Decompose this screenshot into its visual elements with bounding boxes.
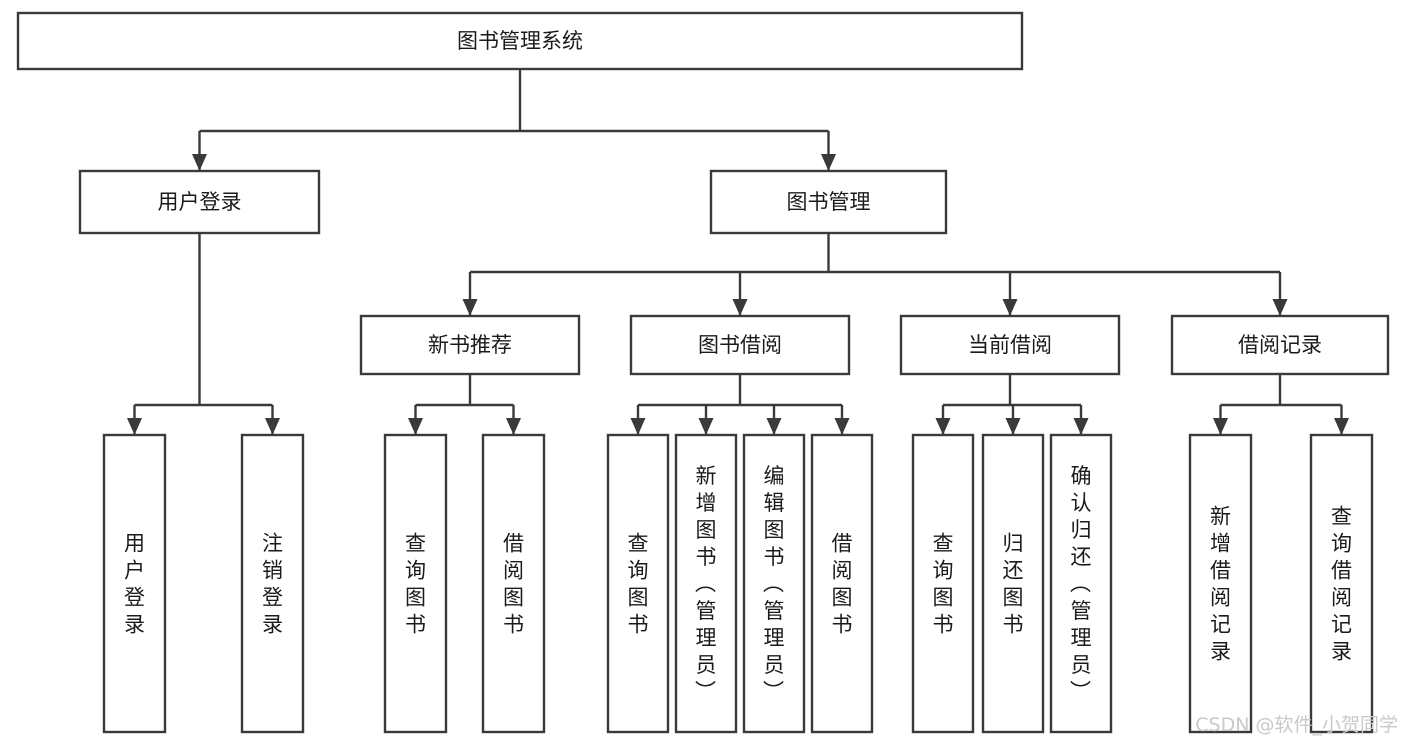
node-label: 新书推荐 [428,333,512,357]
node-leaf-归还图书[interactable]: 归还图书 [981,433,1045,734]
node-label: 查询图书 [933,532,954,637]
node-leaf-新增图书管理员[interactable]: 新增图书（管理员） [674,433,738,734]
node-label: 查询借阅记录 [1331,505,1352,664]
node-label: 新增图书（管理员） [695,464,717,704]
node-box[interactable] [240,433,305,734]
node-box[interactable] [383,433,448,734]
node-leaf-用户登录[interactable]: 用户登录 [102,433,167,734]
node-box[interactable] [629,314,851,376]
node-label: 当前借阅 [968,333,1052,357]
node-leaf-借阅图书[interactable]: 借阅图书 [810,433,874,734]
node-leaf-查询图书[interactable]: 查询图书 [911,433,975,734]
arrow-head-icon [834,418,850,435]
arrow-head-icon [935,418,951,435]
node-layer: 用户登录图书管理新书推荐图书借阅当前借阅借阅记录用户登录注销登录查询图书借阅图书… [16,11,1390,734]
connector-layer [127,69,1349,435]
node-leaf-新增借阅记录[interactable]: 新增借阅记录 [1188,433,1253,734]
arrow-head-icon [1002,299,1018,316]
arrow-head-icon [1073,418,1089,435]
arrow-head-icon [1334,418,1349,435]
node-box[interactable] [1170,314,1390,376]
node-box[interactable] [981,433,1045,734]
node-label: 用户登录 [124,532,145,637]
arrow-head-icon [408,418,423,435]
arrow-head-icon [1272,299,1288,316]
node-box[interactable] [810,433,874,734]
node-label: 归还图书 [1003,532,1024,637]
node-label: 新增借阅记录 [1210,505,1231,664]
node-label: 确认归还（管理员） [1070,464,1092,704]
node-box[interactable] [899,314,1121,376]
node-level3-图书借阅[interactable]: 图书借阅 [629,314,851,376]
arrow-head-icon [766,418,782,435]
arrow-head-icon [732,299,748,316]
node-label: 用户登录 [158,190,242,214]
arrow-head-icon [1213,418,1228,435]
node-leaf-借阅图书[interactable]: 借阅图书 [481,433,546,734]
node-box[interactable] [78,169,321,235]
node-label: 查询图书 [405,532,426,637]
node-label: 借阅图书 [832,532,853,637]
node-label: 查询图书 [628,532,649,637]
node-label: 注销登录 [262,532,283,637]
node-box[interactable] [16,11,1024,71]
arrow-head-icon [821,154,836,171]
arrow-head-icon [1005,418,1021,435]
node-label: 借阅记录 [1238,333,1322,357]
node-box[interactable] [742,433,806,734]
node-leaf-查询图书[interactable]: 查询图书 [383,433,448,734]
node-root-图书管理系统[interactable]: 图书管理系统 [16,11,1024,71]
node-box[interactable] [1188,433,1253,734]
node-label: 图书借阅 [698,333,782,357]
node-level3-当前借阅[interactable]: 当前借阅 [899,314,1121,376]
arrow-head-icon [192,154,207,171]
node-leaf-注销登录[interactable]: 注销登录 [240,433,305,734]
node-box[interactable] [911,433,975,734]
node-label: 图书管理系统 [457,29,583,53]
arrow-head-icon [127,418,142,435]
node-box[interactable] [606,433,670,734]
node-level3-新书推荐[interactable]: 新书推荐 [359,314,581,376]
node-box[interactable] [102,433,167,734]
node-label: 编辑图书（管理员） [763,464,785,704]
node-leaf-查询图书[interactable]: 查询图书 [606,433,670,734]
node-box[interactable] [709,169,948,235]
node-leaf-确认归还管理员[interactable]: 确认归还（管理员） [1049,433,1113,734]
arrow-head-icon [506,418,521,435]
node-level2-用户登录[interactable]: 用户登录 [78,169,321,235]
node-level2-图书管理[interactable]: 图书管理 [709,169,948,235]
node-label: 借阅图书 [503,532,524,637]
node-leaf-编辑图书管理员[interactable]: 编辑图书（管理员） [742,433,806,734]
csdn-watermark: CSDN @软件_小贺同学 [1195,714,1398,736]
node-box[interactable] [1309,433,1374,734]
node-leaf-查询借阅记录[interactable]: 查询借阅记录 [1309,433,1374,734]
arrow-head-icon [265,418,280,435]
node-box[interactable] [1049,433,1113,734]
arrow-head-icon [698,418,714,435]
node-box[interactable] [359,314,581,376]
node-box[interactable] [481,433,546,734]
node-label: 图书管理 [787,190,871,214]
arrow-head-icon [630,418,646,435]
node-level3-借阅记录[interactable]: 借阅记录 [1170,314,1390,376]
node-box[interactable] [674,433,738,734]
arrow-head-icon [462,299,478,316]
